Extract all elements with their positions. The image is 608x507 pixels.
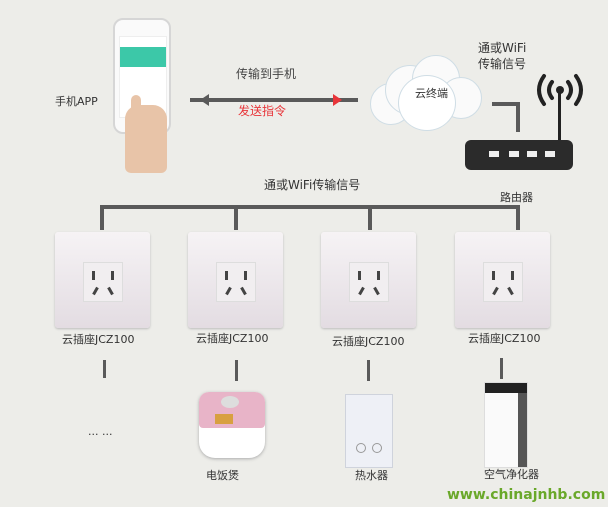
bus-line bbox=[100, 205, 520, 209]
wifi-label-line1: 通或WiFi bbox=[478, 41, 527, 55]
transmit-arrow-line bbox=[190, 98, 358, 102]
socket-connector bbox=[500, 358, 503, 379]
arrow-left-head-icon bbox=[200, 94, 209, 106]
cloud-icon bbox=[370, 55, 482, 131]
bus-drop bbox=[100, 205, 104, 230]
bus-label: 通或WiFi传输信号 bbox=[264, 178, 361, 192]
socket-connector bbox=[103, 360, 106, 378]
arrow-bottom-label: 发送指令 bbox=[238, 104, 287, 118]
finger-image bbox=[131, 95, 141, 125]
socket-connector bbox=[235, 360, 238, 381]
air-purifier-image bbox=[484, 382, 528, 468]
phone-image bbox=[113, 18, 171, 134]
socket-label: 云插座JCZ100 bbox=[332, 335, 405, 348]
socket-label: 云插座JCZ100 bbox=[468, 332, 541, 345]
cloud-label: 云终端 bbox=[415, 87, 448, 100]
arrow-right-head-icon bbox=[333, 94, 342, 106]
rice-cooker-image bbox=[199, 392, 265, 458]
cloud-router-connector bbox=[492, 102, 519, 106]
device-label: 空气净化器 bbox=[484, 468, 539, 481]
water-heater-image bbox=[345, 394, 393, 468]
arrow-top-label: 传输到手机 bbox=[236, 67, 297, 81]
bus-drop bbox=[368, 205, 372, 230]
device-label: 电饭煲 bbox=[206, 469, 239, 482]
socket-connector bbox=[367, 360, 370, 381]
watermark: www.chinajnhb.com bbox=[447, 487, 606, 503]
socket-label: 云插座JCZ100 bbox=[62, 333, 135, 346]
device-label: 热水器 bbox=[355, 469, 388, 482]
bus-drop bbox=[516, 205, 520, 230]
phone-label: 手机APP bbox=[55, 95, 98, 108]
router-icon bbox=[465, 140, 573, 170]
cloud-router-connector-down bbox=[516, 102, 520, 132]
smart-socket-3 bbox=[321, 232, 416, 328]
antenna-pole bbox=[558, 90, 561, 142]
wifi-label-line2: 传输信号 bbox=[478, 57, 527, 71]
smart-socket-2 bbox=[188, 232, 283, 328]
more-devices-ellipsis: ... ... bbox=[88, 425, 113, 438]
wifi-signal-icon bbox=[537, 74, 583, 106]
smart-socket-4 bbox=[455, 232, 550, 328]
socket-label: 云插座JCZ100 bbox=[196, 332, 269, 345]
router-label: 路由器 bbox=[500, 191, 533, 204]
bus-drop bbox=[234, 205, 238, 230]
smart-socket-1 bbox=[55, 232, 150, 328]
